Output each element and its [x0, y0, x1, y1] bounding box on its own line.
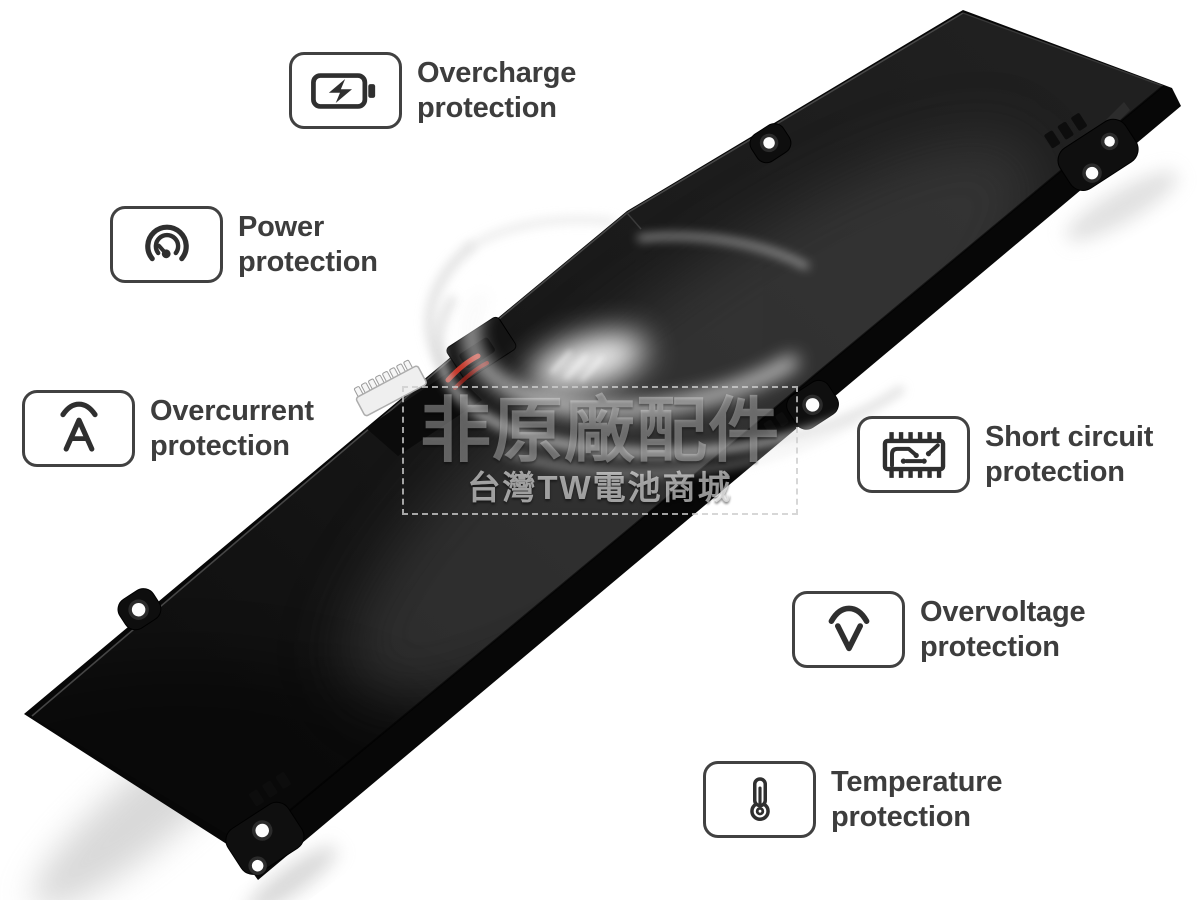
feature-line1: Overcurrent: [150, 394, 314, 427]
screw-hole: [251, 820, 273, 841]
feature-line1: Overvoltage: [920, 595, 1086, 628]
callout-short-circuit: Short circuit protection: [857, 416, 1153, 493]
feature-line1: Power: [238, 210, 325, 243]
callout-power: Power protection: [110, 206, 378, 283]
mounting-tab-left: [117, 588, 162, 631]
feature-line2: protection: [238, 245, 378, 278]
mounting-tab-top: [749, 123, 792, 164]
callout-label: Short circuit protection: [985, 420, 1153, 490]
feature-line1: Temperature: [831, 765, 1003, 798]
callout-label: Overcharge protection: [417, 56, 576, 126]
icon-box: [703, 761, 816, 838]
feature-line2: protection: [150, 429, 290, 462]
swirl-effect-front: [434, 233, 905, 476]
screw-hole: [248, 856, 267, 875]
icon-box: [289, 52, 402, 129]
power-gauge-icon: [144, 224, 189, 261]
icon-box: [792, 591, 905, 668]
thermometer-icon: [749, 776, 770, 821]
callout-overcurrent: Overcurrent protection: [22, 390, 314, 467]
icon-box: [857, 416, 970, 493]
callout-label: Temperature protection: [831, 765, 1003, 835]
icon-box: [22, 390, 135, 467]
mounting-tab-bottom: [225, 772, 305, 875]
white-connector: [353, 359, 427, 417]
feature-line2: protection: [417, 91, 557, 124]
ampere-arc-icon: [59, 401, 98, 452]
callout-label: Power protection: [238, 210, 378, 280]
screw-hole: [1100, 132, 1119, 151]
screw-hole: [759, 133, 779, 153]
mounting-tab-mid: [763, 379, 839, 435]
battery-charging-icon: [310, 72, 375, 109]
feature-line2: protection: [920, 630, 1060, 663]
screw-hole: [802, 394, 823, 416]
callout-label: Overcurrent protection: [150, 394, 314, 464]
callout-overvoltage: Overvoltage protection: [792, 591, 1086, 668]
callout-temperature: Temperature protection: [703, 761, 1003, 838]
mounting-tab-right-end: [1044, 113, 1139, 191]
feature-line1: Short circuit: [985, 420, 1154, 453]
screw-hole: [128, 599, 149, 620]
callout-overcharge: Overcharge protection: [289, 52, 576, 129]
circuit-chip-icon: [882, 431, 945, 478]
feature-line1: Overcharge: [417, 56, 577, 89]
screw-hole: [1082, 163, 1102, 183]
feature-line2: protection: [831, 800, 971, 833]
icon-box: [110, 206, 223, 283]
voltage-arc-icon: [828, 605, 869, 651]
callout-label: Overvoltage protection: [920, 595, 1086, 665]
feature-line2: protection: [985, 455, 1125, 488]
